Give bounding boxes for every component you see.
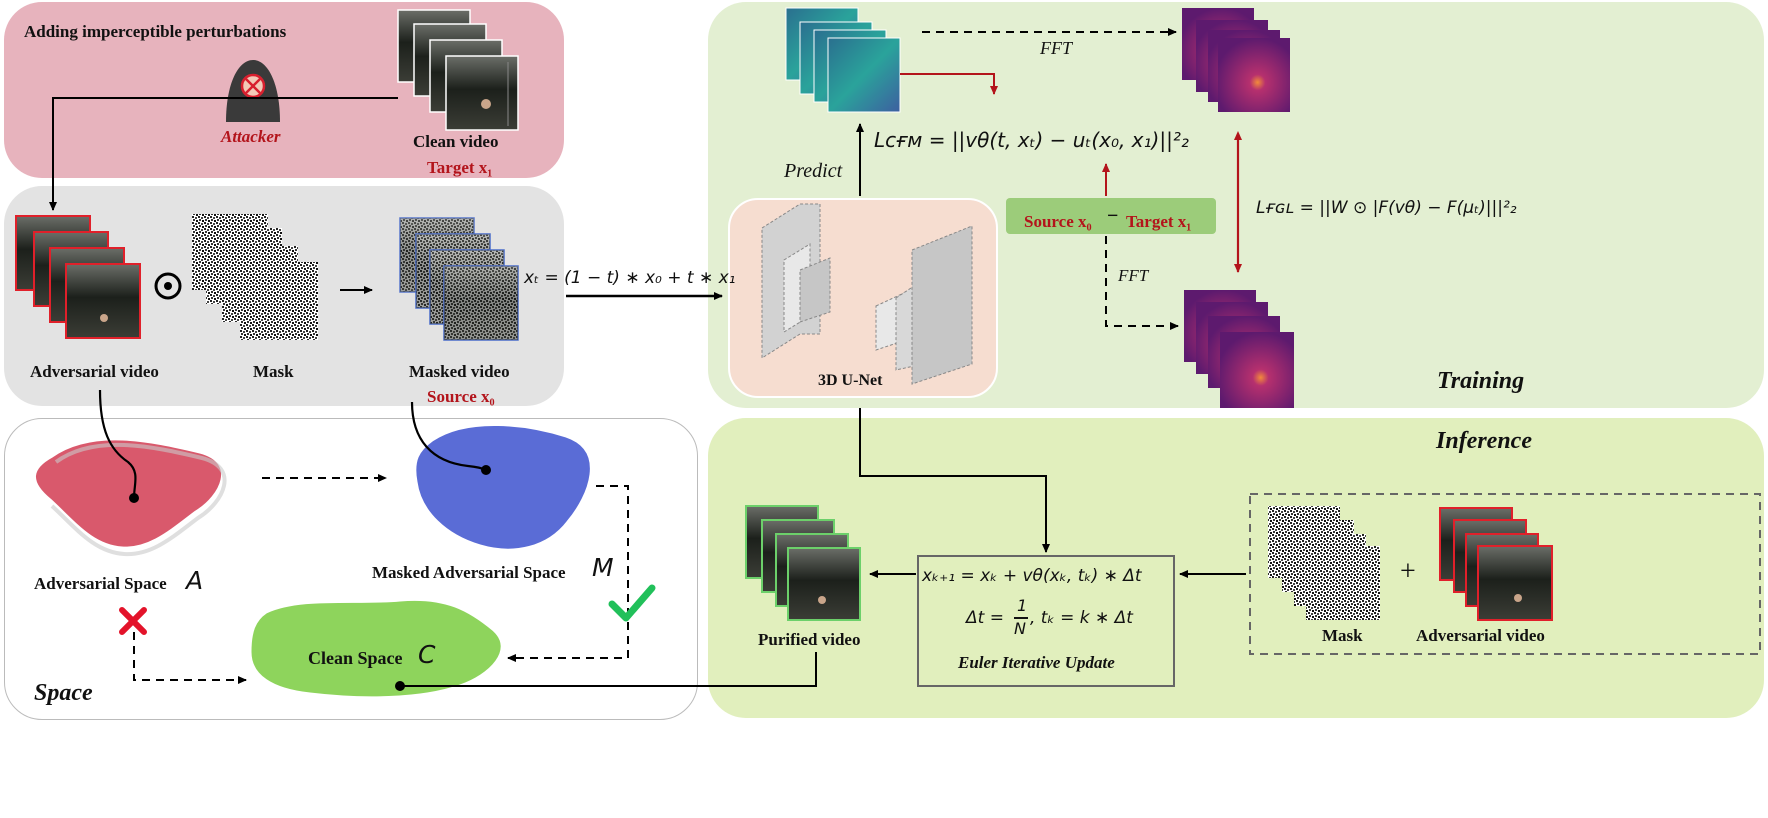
unet-label: 3D U-Net <box>818 372 883 389</box>
purified-video-stack <box>745 505 861 621</box>
adversarial-space-label: Adversarial Space <box>34 574 167 593</box>
attacker-label: Attacker <box>221 127 281 146</box>
interp-formula: xₜ = (1 − t) ∗ x₀ + t ∗ x₁ <box>524 268 736 288</box>
adversarial-video-label: Adversarial video <box>30 362 159 381</box>
inference-inputs-box <box>1249 493 1761 655</box>
masked-video-label: Masked video <box>409 362 510 381</box>
inference-title: Inference <box>1436 428 1532 454</box>
training-title: Training <box>1437 368 1525 394</box>
masked-space-label: Masked Adversarial Space <box>372 563 566 582</box>
red-cross-icon <box>119 607 147 635</box>
euler-update-box <box>917 555 1175 687</box>
masked-video-stack <box>399 217 519 341</box>
update-line-1: xₖ₊₁ = xₖ + vθ(xₖ, tₖ) ∗ Δt <box>922 566 1142 586</box>
masked-space-blob <box>413 423 593 552</box>
mask-label: Mask <box>253 362 294 381</box>
purified-video-label: Purified video <box>758 630 861 649</box>
inference-panel <box>708 418 1764 718</box>
adversarial-video-stack <box>15 215 141 339</box>
adv-to-clean-arrow <box>133 632 247 684</box>
adversarial-space-symbol: A <box>186 566 204 595</box>
source-box-label: Source x₀ <box>1024 212 1092 231</box>
clean-space-symbol: C <box>418 640 436 669</box>
update-line-2-prefix: Δt = <box>966 608 1004 628</box>
masked-space-symbol: M <box>592 553 614 582</box>
clean-video-stack <box>397 9 519 131</box>
attack-title: Adding imperceptible perturbations <box>24 22 287 41</box>
clean-space-label: Clean Space <box>308 648 403 668</box>
target-label: Target x₁ <box>427 158 493 177</box>
inference-adversarial-stack <box>1439 507 1553 621</box>
update-frac-num: 1 <box>1017 596 1028 615</box>
odot-operator <box>154 272 182 300</box>
fft-bottom-arrow <box>1105 236 1179 330</box>
velocity-to-loss-arrow <box>900 73 998 95</box>
update-frac-den: N <box>1014 619 1026 638</box>
unet-to-update-arrow <box>859 408 1050 553</box>
target-box-label: Target x₁ <box>1126 212 1192 231</box>
update-frac-bar <box>1014 617 1028 619</box>
adversarial-space-blob <box>33 437 224 550</box>
fft-bottom-label: FFT <box>1118 266 1149 285</box>
source-target-box <box>1006 198 1216 234</box>
unet-encoder-blocks <box>761 203 831 359</box>
loss-fgl: Lғɢʟ = ||W ⊙ |F(vθ) − F(μₜ)|||²₂ <box>1256 198 1517 218</box>
inference-mask-stack <box>1268 506 1380 620</box>
green-check-icon <box>608 584 656 622</box>
fft-top-stack <box>1182 8 1290 112</box>
unet-decoder-blocks <box>875 225 973 385</box>
plus-operator: + <box>1400 556 1416 587</box>
source-label: Source x₀ <box>427 387 495 406</box>
mask-stack <box>192 214 318 340</box>
update-title: Euler Iterative Update <box>958 653 1115 672</box>
clean-video-label: Clean video <box>413 132 499 151</box>
space-title: Space <box>34 680 93 706</box>
loss-cfm: Lᴄғᴍ = ||vθ(t, xₜ) − uₜ(x₀, x₁)||²₂ <box>874 128 1189 152</box>
fft-bottom-stack <box>1184 290 1294 408</box>
fft-top-label: FFT <box>1040 38 1073 58</box>
masked-to-clean-arrow <box>507 485 629 662</box>
attacker-icon <box>226 60 280 122</box>
source-target-minus: − <box>1107 205 1119 227</box>
inference-adversarial-label: Adversarial video <box>1416 626 1545 645</box>
velocity-field-stack <box>785 7 901 113</box>
update-line-2-suffix: , tₖ = k ∗ Δt <box>1030 608 1133 628</box>
inference-mask-label: Mask <box>1322 626 1363 645</box>
predict-label: Predict <box>784 160 843 182</box>
attack-arrow <box>49 97 398 211</box>
